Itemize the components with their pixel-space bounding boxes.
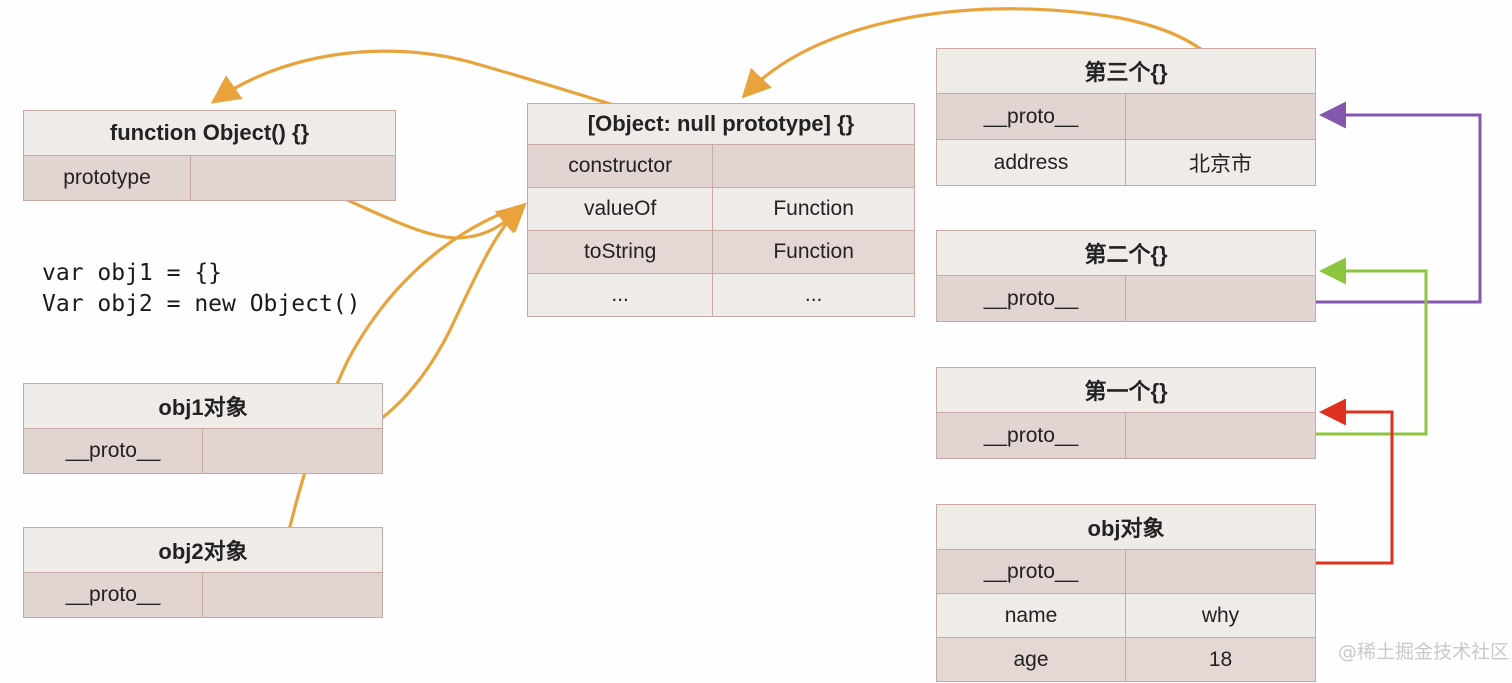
row-value: ...	[713, 274, 914, 316]
table-title-row: function Object() {}	[24, 111, 395, 155]
table-title: 第二个{}	[937, 231, 1315, 275]
row-key: __proto__	[24, 429, 203, 473]
row-value: Function	[713, 188, 914, 230]
row-key: address	[937, 140, 1126, 185]
row-key: age	[937, 638, 1126, 681]
table-row: __proto__	[937, 275, 1315, 321]
table-obj1: obj1对象 __proto__	[23, 383, 383, 474]
table-title: 第一个{}	[937, 368, 1315, 412]
table-title-row: obj对象	[937, 505, 1315, 549]
row-value	[203, 573, 382, 617]
row-key: __proto__	[937, 550, 1126, 593]
row-value: Function	[713, 231, 914, 273]
row-key: __proto__	[24, 573, 203, 617]
table-row: constructor	[528, 144, 914, 187]
row-key: prototype	[24, 156, 191, 200]
row-key: constructor	[528, 145, 714, 187]
table-title-row: 第一个{}	[937, 368, 1315, 412]
table-title: obj对象	[937, 505, 1315, 549]
table-row: ... ...	[528, 273, 914, 316]
table-obj2: obj2对象 __proto__	[23, 527, 383, 618]
table-second: 第二个{} __proto__	[936, 230, 1316, 322]
row-value: 北京市	[1126, 140, 1315, 185]
row-key: __proto__	[937, 94, 1126, 139]
table-row: __proto__	[937, 549, 1315, 593]
table-title: 第三个{}	[937, 49, 1315, 93]
table-title: obj2对象	[24, 528, 382, 572]
row-key: __proto__	[937, 276, 1126, 321]
table-obj: obj对象 __proto__ name why age 18	[936, 504, 1316, 682]
row-key: valueOf	[528, 188, 714, 230]
row-value: why	[1126, 594, 1315, 637]
table-title: obj1对象	[24, 384, 382, 428]
watermark: @稀土掘金技术社区	[1338, 641, 1510, 663]
table-row: __proto__	[937, 93, 1315, 139]
table-row: age 18	[937, 637, 1315, 681]
row-value	[190, 156, 395, 200]
table-object-null-prototype: [Object: null prototype] {} constructor …	[527, 103, 915, 317]
table-row: __proto__	[24, 428, 382, 473]
table-title: [Object: null prototype] {}	[528, 104, 914, 144]
row-value	[713, 145, 914, 187]
table-third: 第三个{} __proto__ address 北京市	[936, 48, 1316, 186]
row-value	[1126, 94, 1315, 139]
table-row: prototype	[24, 155, 395, 200]
row-key: ...	[528, 274, 714, 316]
table-row: address 北京市	[937, 139, 1315, 185]
table-title: function Object() {}	[24, 111, 395, 155]
code-snippet: var obj1 = {} Var obj2 = new Object()	[42, 260, 361, 317]
table-row: name why	[937, 593, 1315, 637]
table-row: __proto__	[24, 572, 382, 617]
table-title-row: 第二个{}	[937, 231, 1315, 275]
row-key: __proto__	[937, 413, 1126, 458]
table-row: toString Function	[528, 230, 914, 273]
table-first: 第一个{} __proto__	[936, 367, 1316, 459]
row-key: name	[937, 594, 1126, 637]
table-title-row: [Object: null prototype] {}	[528, 104, 914, 144]
table-row: valueOf Function	[528, 187, 914, 230]
row-value: 18	[1126, 638, 1315, 681]
table-title-row: 第三个{}	[937, 49, 1315, 93]
table-row: __proto__	[937, 412, 1315, 458]
table-function-object: function Object() {} prototype	[23, 110, 396, 201]
row-key: toString	[528, 231, 714, 273]
row-value	[1126, 550, 1315, 593]
table-title-row: obj2对象	[24, 528, 382, 572]
row-value	[203, 429, 382, 473]
row-value	[1126, 276, 1315, 321]
row-value	[1126, 413, 1315, 458]
table-title-row: obj1对象	[24, 384, 382, 428]
